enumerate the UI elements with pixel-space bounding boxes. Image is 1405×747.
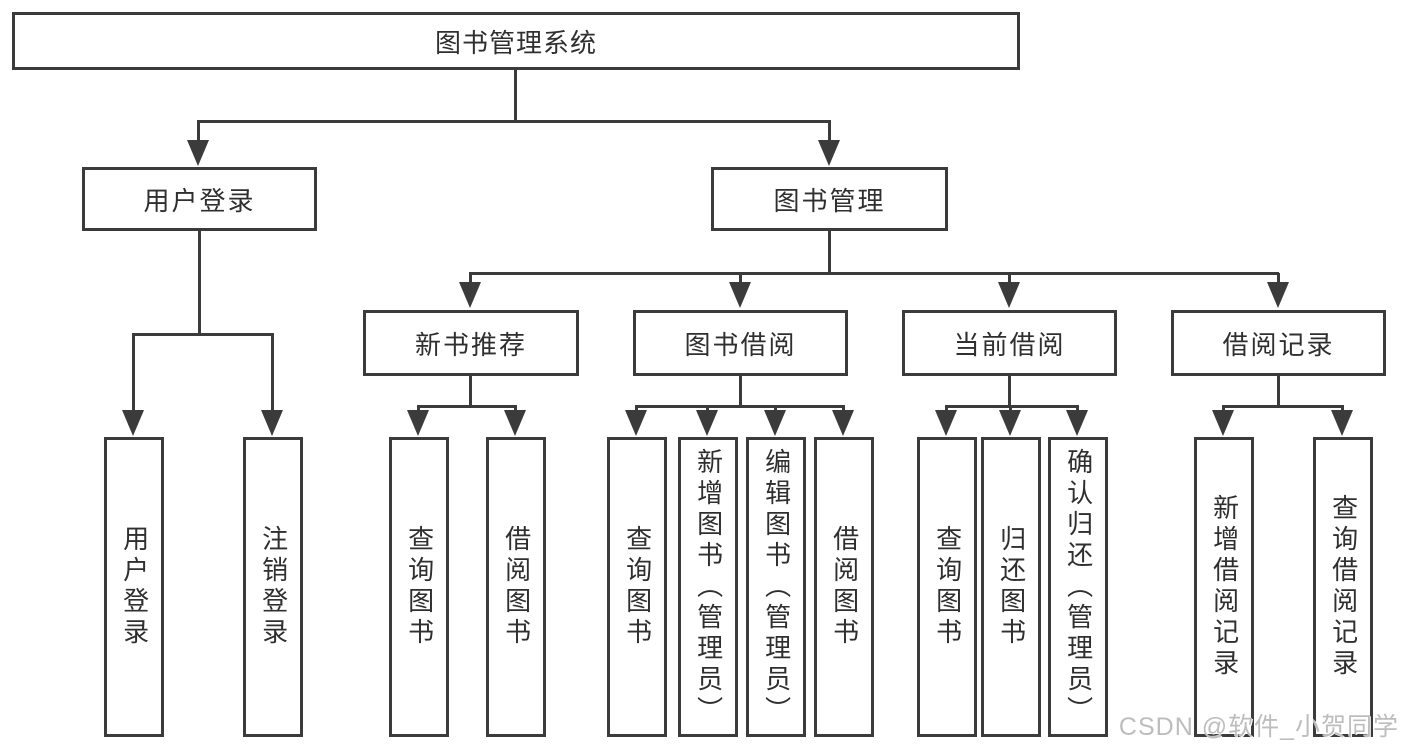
connector-current-stem [1008, 376, 1011, 407]
connector-bookmgmt-stem [828, 231, 831, 274]
node-label: 图书管理 [773, 185, 886, 216]
connector-drop-book-borrow [739, 273, 742, 287]
node-label: 当前借阅 [953, 329, 1066, 360]
arrowhead-down-icon [407, 410, 429, 436]
connector-records-stem [1277, 376, 1280, 407]
connector-drop-current-borrow [1008, 273, 1011, 287]
connector-newbook-bus [417, 405, 517, 408]
leaf-edit-books-admin: 编辑图书（管理员） [746, 437, 806, 737]
arrowhead-down-icon [1267, 282, 1289, 308]
arrowhead-down-icon [764, 410, 786, 436]
arrowhead-down-icon [998, 282, 1020, 308]
leaf-logout: 注销登录 [243, 437, 303, 737]
node-label: 归还图书 [996, 525, 1027, 649]
arrowhead-down-icon [832, 410, 854, 436]
node-label: 新增借阅记录 [1209, 494, 1240, 680]
connector-userlogin-stem [198, 231, 201, 335]
node-new-book-recommendation: 新书推荐 [363, 310, 579, 376]
arrowhead-down-icon [999, 410, 1021, 436]
arrowhead-down-icon [1066, 410, 1088, 436]
arrowhead-down-icon [935, 410, 957, 436]
arrowhead-down-icon [187, 140, 209, 166]
arrowhead-down-icon [261, 410, 283, 436]
connector-drop-user-login [197, 121, 200, 145]
connector-drop-borrow-records [1277, 273, 1280, 287]
connector-root-bus [197, 120, 831, 123]
leaf-borrow-query-books: 查询图书 [607, 437, 667, 737]
leaf-current-query-books: 查询图书 [917, 437, 977, 737]
node-label: 用户登录 [119, 525, 150, 649]
leaf-add-borrow-record: 新增借阅记录 [1194, 437, 1254, 737]
arrowhead-down-icon [818, 140, 840, 166]
connector-borrow-bus [635, 405, 845, 408]
node-label: 借阅图书 [829, 525, 860, 649]
connector-records-bus [1222, 405, 1344, 408]
node-label: 查询借阅记录 [1328, 494, 1359, 680]
node-label: 注销登录 [258, 525, 289, 649]
leaf-borrow-books: 借阅图书 [814, 437, 874, 737]
node-label: 借阅图书 [501, 525, 532, 649]
connector-drop-new-book [469, 273, 472, 287]
leaf-newbook-query-books: 查询图书 [389, 437, 449, 737]
connector-newbook-stem [469, 376, 472, 407]
connector-userlogin-bus [132, 333, 274, 336]
leaf-user-login: 用户登录 [104, 437, 164, 737]
csdn-watermark: CSDN @软件_小贺同学 [1118, 713, 1399, 741]
arrowhead-down-icon [1331, 410, 1353, 436]
arrowhead-down-icon [696, 410, 718, 436]
node-book-management: 图书管理 [711, 167, 948, 231]
connector-borrow-stem [739, 376, 742, 407]
node-user-login-branch: 用户登录 [82, 167, 317, 231]
leaf-confirm-return-admin: 确认归还（管理员） [1048, 437, 1108, 737]
connector-root-stem [514, 70, 517, 122]
leaf-add-books-admin: 新增图书（管理员） [678, 437, 738, 737]
node-label: 用户登录 [143, 185, 256, 216]
connector-drop-book-management [828, 121, 831, 145]
arrowhead-down-icon [122, 410, 144, 436]
node-book-borrowing: 图书借阅 [633, 310, 848, 376]
node-label: 新书推荐 [414, 329, 527, 360]
arrowhead-down-icon [1212, 410, 1234, 436]
node-label: 图书借阅 [684, 329, 797, 360]
node-label: 借阅记录 [1222, 329, 1335, 360]
node-label: 查询图书 [932, 525, 963, 649]
node-label: 编辑图书（管理员） [761, 447, 792, 727]
arrowhead-down-icon [459, 282, 481, 308]
connector-current-bus [945, 405, 1079, 408]
node-label: 查询图书 [404, 525, 435, 649]
connector-drop-leaf-logout [271, 334, 274, 415]
node-label: 确认归还（管理员） [1063, 447, 1094, 727]
arrowhead-down-icon [625, 410, 647, 436]
node-label: 图书管理系统 [434, 27, 597, 58]
arrowhead-down-icon [729, 282, 751, 308]
connector-bookmgmt-bus [469, 272, 1279, 275]
node-borrowing-records: 借阅记录 [1171, 310, 1386, 376]
node-label: 新增图书（管理员） [693, 447, 724, 727]
leaf-query-borrow-record: 查询借阅记录 [1313, 437, 1373, 737]
node-label: 查询图书 [622, 525, 653, 649]
node-current-borrowing: 当前借阅 [902, 310, 1117, 376]
node-library-management-system: 图书管理系统 [12, 12, 1020, 70]
arrowhead-down-icon [504, 410, 526, 436]
leaf-newbook-borrow-books: 借阅图书 [486, 437, 546, 737]
leaf-return-books: 归还图书 [981, 437, 1041, 737]
connector-drop-leaf-user-login [132, 334, 135, 415]
